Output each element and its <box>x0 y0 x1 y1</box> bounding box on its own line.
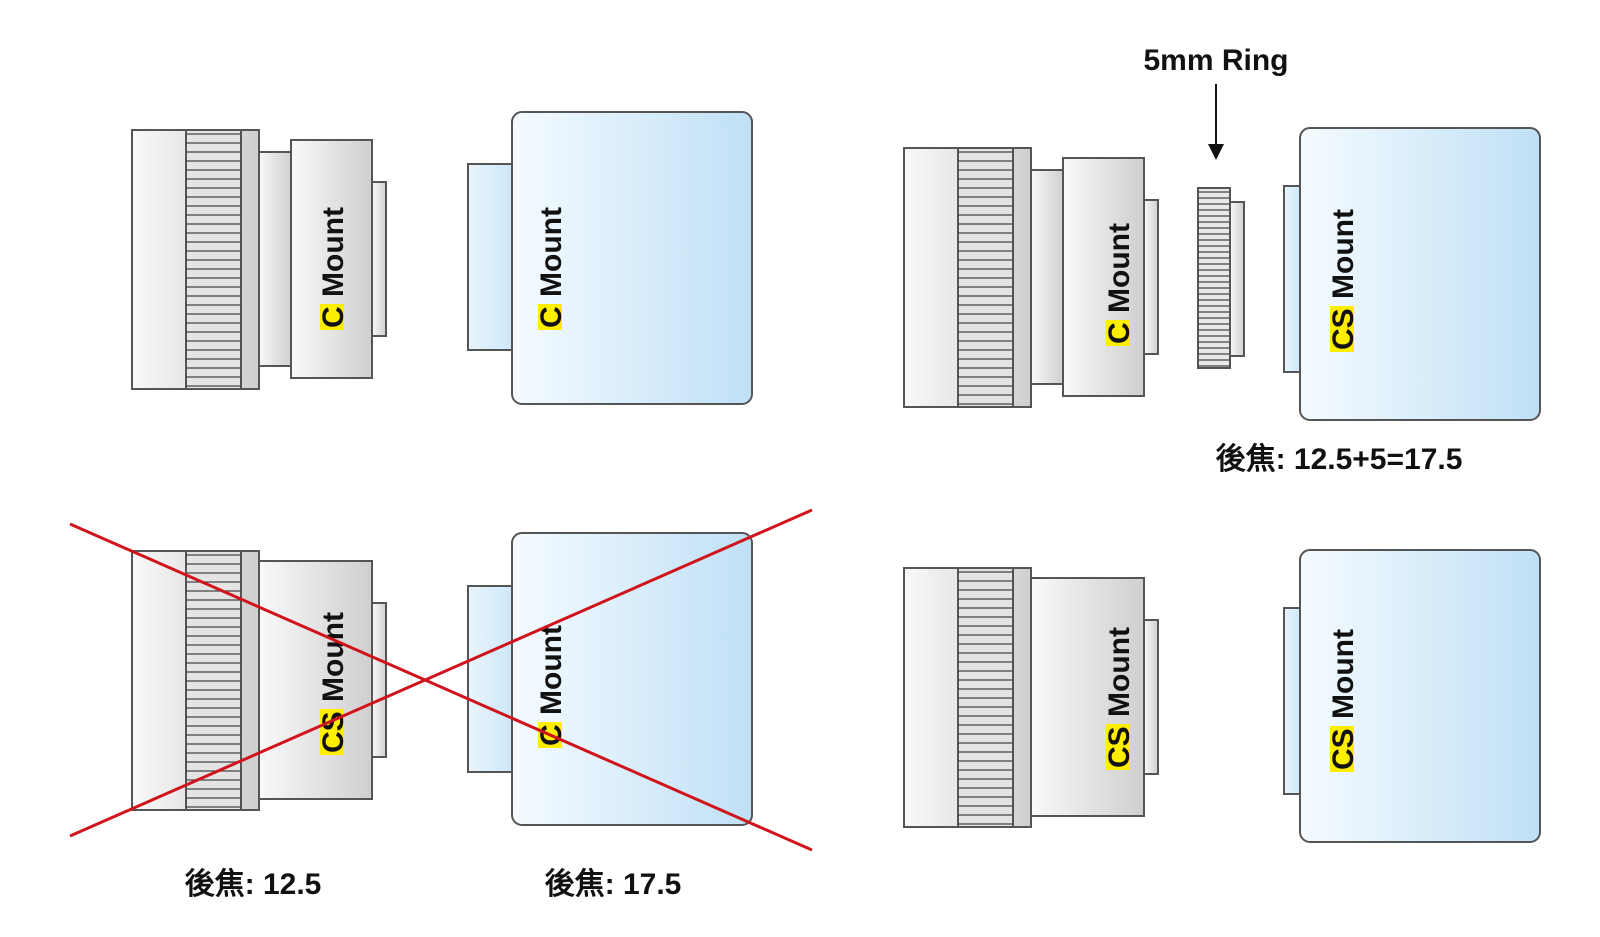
cs-camera-top-right: CS Mount <box>1283 127 1541 421</box>
cs-mount-label-camera: CS Mount <box>1327 629 1360 772</box>
focus-ring-knurl <box>186 133 241 387</box>
adapter-ring-5mm <box>1197 187 1245 369</box>
focus-ring-knurl <box>958 151 1013 405</box>
cs-camera-bottom-right: CS Mount <box>1283 549 1541 843</box>
mount-type: CS <box>317 711 350 753</box>
incompatible-cross <box>69 508 813 852</box>
ring-label: 5mm Ring <box>1143 44 1288 77</box>
mount-word: Mount <box>1103 627 1136 717</box>
c-lens-top-left: C Mount <box>131 129 387 390</box>
ring-callout: 5mm Ring <box>1143 44 1289 160</box>
c-camera-top-left: C Mount <box>467 111 753 405</box>
mount-type: CS <box>1327 728 1360 770</box>
mount-word: Mount <box>317 612 350 702</box>
back-focus-c-label: 後焦: 17.5 <box>545 867 682 901</box>
cs-lens-bottom-right: CS Mount <box>903 567 1159 828</box>
mount-word: Mount <box>1327 209 1360 299</box>
arrow-head-icon <box>1208 144 1224 160</box>
mount-type: C <box>535 306 568 328</box>
c-mount-label-lens: C Mount <box>1103 223 1136 346</box>
back-focus-sum-label: 後焦: 12.5+5=17.5 <box>1216 442 1463 476</box>
c-lens-top-right: C Mount <box>903 147 1159 408</box>
mount-type: CS <box>1103 726 1136 768</box>
cs-lens-bottom-left: CS Mount <box>131 550 387 811</box>
mount-word: Mount <box>535 625 568 715</box>
mount-type: C <box>317 306 350 328</box>
cross-line-2 <box>69 508 813 838</box>
back-focus-cs-label: 後焦: 12.5 <box>185 867 322 901</box>
cs-mount-label-lens: CS Mount <box>1103 627 1136 770</box>
ring-knurl <box>1198 191 1230 367</box>
focus-ring-knurl <box>958 571 1013 825</box>
cross-line-1 <box>69 522 813 852</box>
c-camera-bottom-left: C Mount <box>467 532 753 826</box>
c-mount-label-camera: C Mount <box>535 207 568 330</box>
mount-type: CS <box>1327 308 1360 350</box>
mount-word: Mount <box>1103 223 1136 313</box>
cs-mount-label-camera: CS Mount <box>1327 209 1360 352</box>
c-mount-label-lens: C Mount <box>317 207 350 330</box>
mount-word: Mount <box>1327 629 1360 719</box>
focus-ring-knurl <box>186 554 241 808</box>
mount-word: Mount <box>535 207 568 297</box>
mount-word: Mount <box>317 207 350 297</box>
mount-type: C <box>1103 322 1136 344</box>
cs-mount-label-lens: CS Mount <box>317 612 350 755</box>
